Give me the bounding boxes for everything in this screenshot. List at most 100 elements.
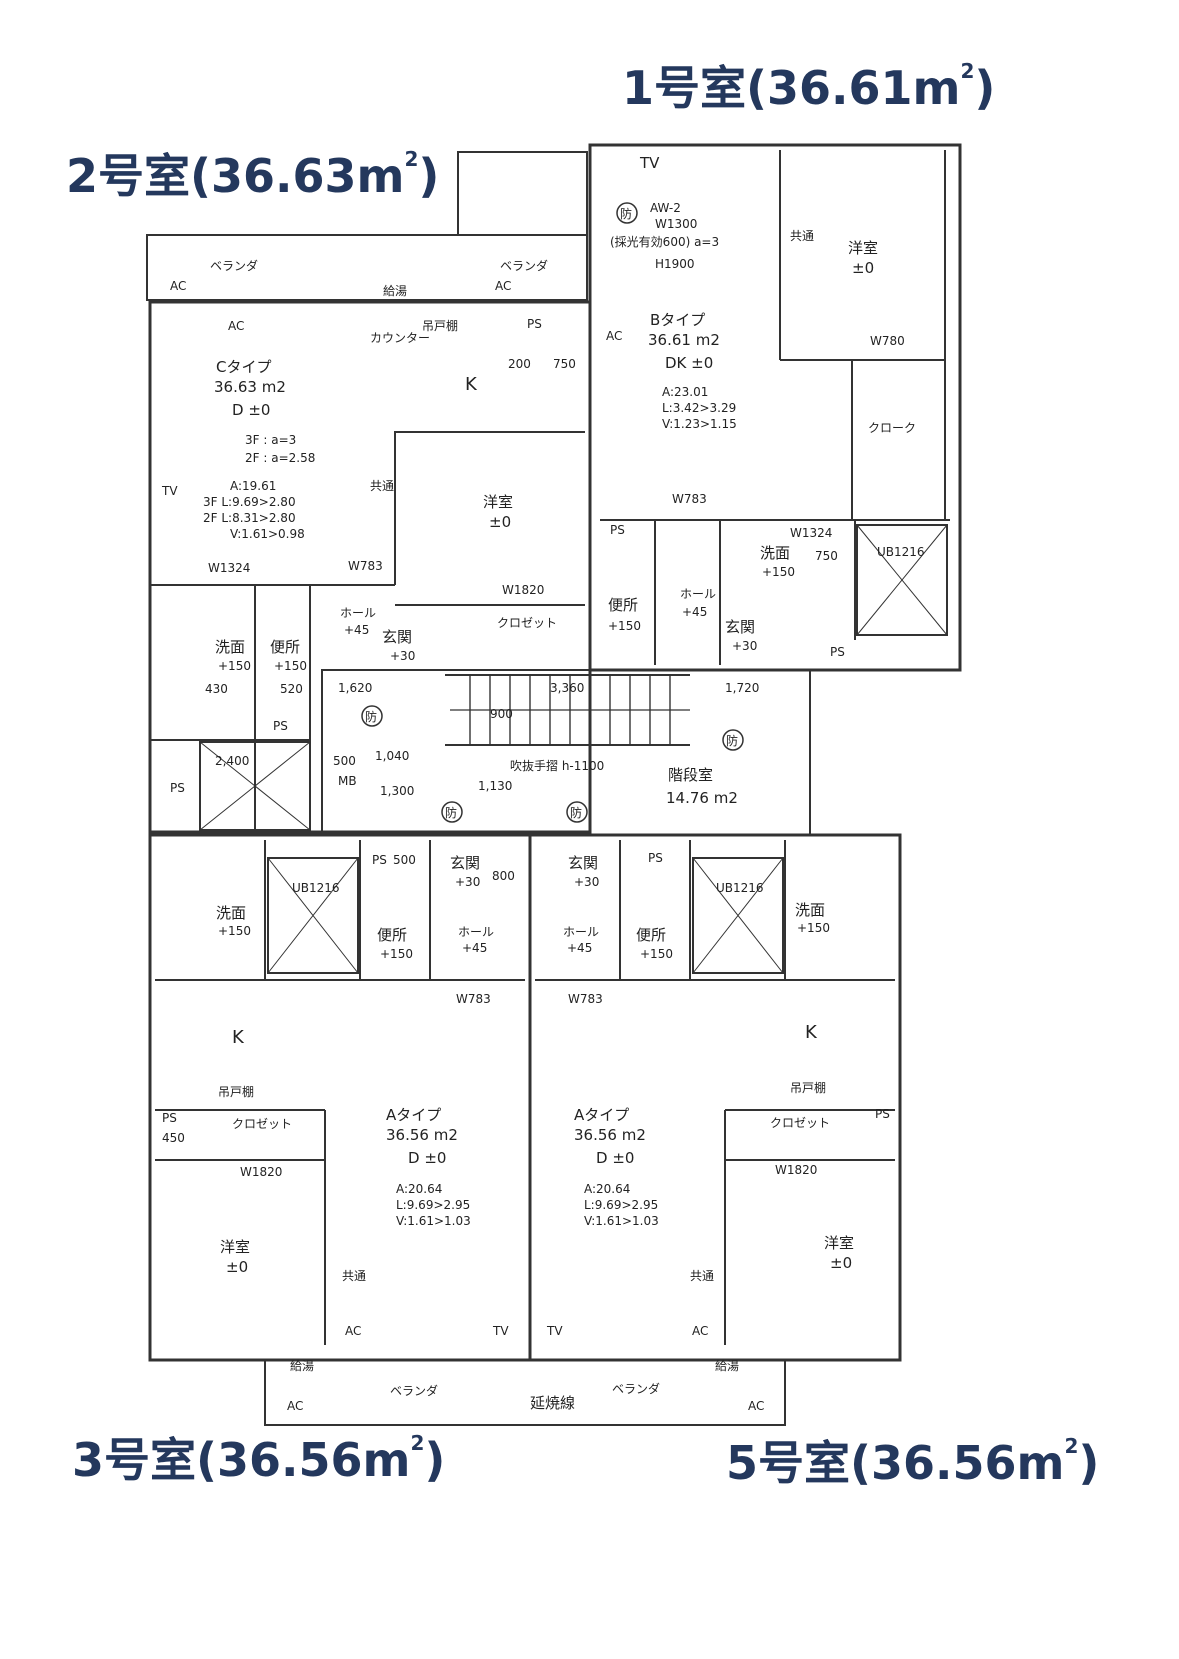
u1-aw-note: (採光有効600) a=3: [610, 234, 719, 249]
u2-ac-veranda-2: AC: [495, 279, 511, 293]
u2-type: Cタイプ: [216, 358, 271, 376]
u1-area: 36.61 m2: [648, 331, 720, 349]
u2-dim-430: 430: [205, 682, 228, 696]
u2-a: A:19.61: [230, 479, 276, 493]
u1-w783: W783: [672, 492, 707, 506]
stair-dim-1130: 1,130: [478, 779, 512, 793]
u5-d: D ±0: [596, 1149, 634, 1167]
u3-genkan-level: +30: [455, 875, 480, 889]
u1-cloak: クローク: [868, 421, 916, 435]
u5-kyotsu: 共通: [690, 1269, 714, 1283]
u3-dim-450: 450: [162, 1131, 185, 1145]
u2-tv: TV: [161, 484, 178, 498]
u2-dim-750: 750: [553, 357, 576, 371]
u3-a: A:20.64: [396, 1182, 442, 1196]
u5-ps: PS: [648, 851, 663, 865]
u5-hall-level: +45: [567, 941, 592, 955]
u3-youshitsu-level: ±0: [226, 1258, 248, 1276]
stair-dim-1040: 1,040: [375, 749, 409, 763]
u2-k: K: [465, 374, 478, 395]
u2-ps-2: PS: [170, 781, 185, 795]
u1-benjo: 便所: [608, 596, 638, 614]
u1-type: Bタイプ: [650, 311, 705, 329]
u1-kyotsu: 共通: [790, 229, 814, 243]
u3-hall-level: +45: [462, 941, 487, 955]
bottom-veranda: [264, 1359, 786, 1426]
u5-youshitsu: 洋室: [824, 1234, 854, 1252]
u5-tv: TV: [546, 1324, 563, 1338]
unit-5-heading: 5号室(36.56m2): [726, 1434, 1100, 1490]
u1-hall-level: +45: [682, 605, 707, 619]
u2-l2: 2F L:8.31>2.80: [203, 511, 296, 525]
u5-senmen-level: +150: [797, 921, 830, 935]
u1-l: L:3.42>3.29: [662, 401, 736, 415]
u5-l: L:9.69>2.95: [584, 1198, 658, 1212]
u3-w1820: W1820: [240, 1165, 282, 1179]
u1-ub-label: UB1216: [877, 545, 925, 559]
u5-benjo-level: +150: [640, 947, 673, 961]
stair-mb: MB: [338, 774, 357, 788]
u2-floor3: 3F : a=3: [245, 433, 296, 447]
u1-tv: TV: [639, 154, 660, 172]
u5-w1820: W1820: [775, 1163, 817, 1177]
u1-senmen: 洗面: [760, 544, 790, 562]
u1-w780: W780: [870, 334, 905, 348]
u1-youshitsu-level: ±0: [852, 259, 874, 277]
u1-hall: ホール: [680, 587, 716, 601]
u2-kyotsu: 共通: [370, 479, 394, 493]
fire-line: 延焼線: [530, 1394, 575, 1412]
unit-2-heading: 2号室(36.63m2): [66, 147, 440, 203]
u1-senmen-level: +150: [762, 565, 795, 579]
u5-v: V:1.61>1.03: [584, 1214, 659, 1228]
stair-dim-1720: 1,720: [725, 681, 759, 695]
u1-a: A:23.01: [662, 385, 708, 399]
u2-kyuto: 給湯: [383, 284, 407, 298]
u2-veranda-2: ベランダ: [500, 258, 548, 273]
u2-area: 36.63 m2: [214, 378, 286, 396]
u3-ac: AC: [345, 1324, 361, 1338]
bottom-veranda-right: ベランダ: [612, 1381, 660, 1396]
bou-2: 防: [365, 709, 377, 724]
bou-4: 防: [445, 805, 457, 820]
u2-l3: 3F L:9.69>2.80: [203, 495, 296, 509]
unit-3-heading: 3号室(36.56m2): [72, 1431, 446, 1487]
u3-l: L:9.69>2.95: [396, 1198, 470, 1212]
u2-ps-3: PS: [273, 719, 288, 733]
u5-hall: ホール: [563, 925, 599, 939]
u2-w1820: W1820: [502, 583, 544, 597]
u2-w783: W783: [348, 559, 383, 573]
u3-w783: W783: [456, 992, 491, 1006]
u3-tsutsumi: 吊戸棚: [218, 1084, 254, 1099]
unit-1-outline: [588, 143, 962, 672]
u1-benjo-level: +150: [608, 619, 641, 633]
unit-3-ub: [267, 857, 359, 974]
u1-aw: AW-2: [650, 201, 681, 215]
u1-ps: PS: [830, 645, 845, 659]
bou-5: 防: [570, 805, 582, 820]
u3-v: V:1.61>1.03: [396, 1214, 471, 1228]
u2-hall: ホール: [340, 606, 376, 620]
bottom-ac-left: AC: [287, 1399, 303, 1413]
u3-ps-2: PS: [162, 1111, 177, 1125]
u5-ac: AC: [692, 1324, 708, 1338]
u1-ac: AC: [606, 329, 622, 343]
u2-veranda: ベランダ: [210, 258, 258, 273]
u3-ps: PS: [372, 853, 387, 867]
u2-benjo-level: +150: [274, 659, 307, 673]
u3-senmen: 洗面: [216, 904, 246, 922]
u2-ac-veranda: AC: [170, 279, 186, 293]
u3-tv: TV: [492, 1324, 509, 1338]
u2-d: D ±0: [232, 401, 270, 419]
u3-genkan: 玄関: [450, 854, 480, 872]
unit-2-outline: [148, 300, 592, 834]
u3-senmen-level: +150: [218, 924, 251, 938]
u5-tsutsumi: 吊戸棚: [790, 1080, 826, 1095]
u1-w1324: W1324: [790, 526, 832, 540]
stair-dim-900: 900: [490, 707, 513, 721]
u5-senmen: 洗面: [795, 901, 825, 919]
stair-handrail: 吹抜手摺 h-1100: [510, 758, 604, 773]
u5-a: A:20.64: [584, 1182, 630, 1196]
u3-hall: ホール: [458, 925, 494, 939]
u2-youshitsu-level: ±0: [489, 513, 511, 531]
u2-senmen-level: +150: [218, 659, 251, 673]
